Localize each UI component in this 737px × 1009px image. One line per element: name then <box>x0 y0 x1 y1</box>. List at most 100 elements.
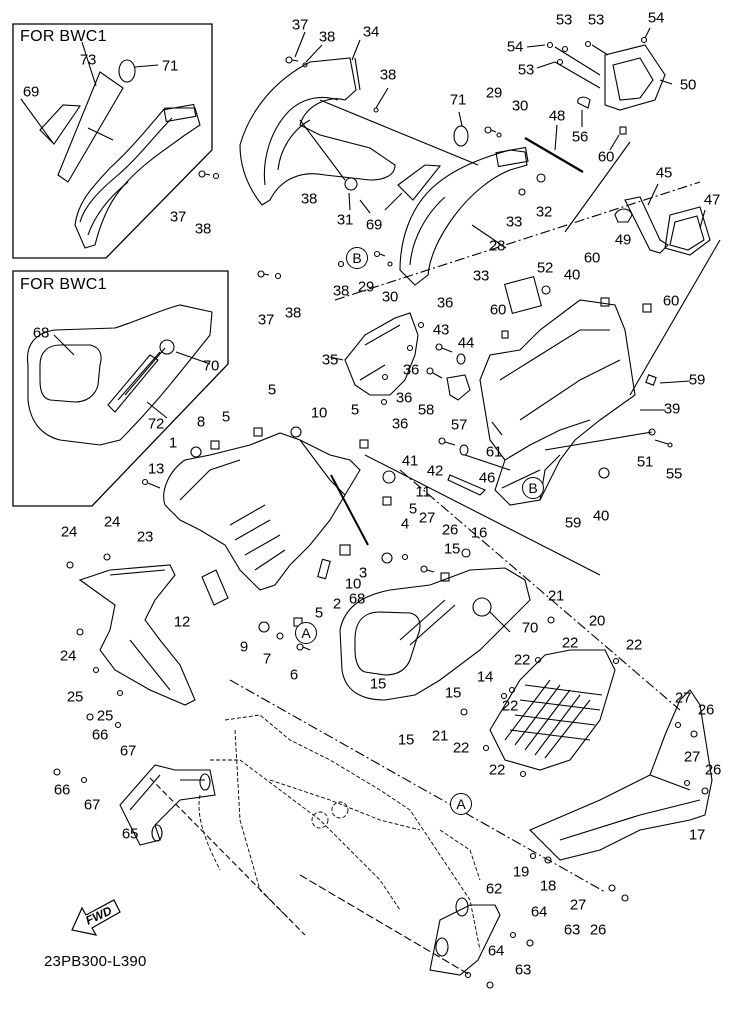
part-label: 24 <box>103 513 121 531</box>
part-label: 67 <box>119 742 137 760</box>
part-label: 23 <box>136 528 154 546</box>
reference-marker-b: B <box>346 247 368 269</box>
part-label: 41 <box>401 452 419 470</box>
part-label: 37 <box>169 208 187 226</box>
part-label: 25 <box>96 707 114 725</box>
part-label: 21 <box>547 587 565 605</box>
part-label: 27 <box>674 689 692 707</box>
part-label: 3 <box>358 564 368 582</box>
part-label: 26 <box>697 701 715 719</box>
part-label: 7 <box>262 650 272 668</box>
part-label: 37 <box>291 16 309 34</box>
part-label: 24 <box>59 647 77 665</box>
part-label: 30 <box>511 97 529 115</box>
decal-73 <box>57 71 124 183</box>
part-label: 68 <box>32 324 50 342</box>
part-label: 38 <box>194 220 212 238</box>
part-label: 27 <box>569 896 587 914</box>
part-label: 63 <box>514 961 532 979</box>
part-label: 67 <box>83 796 101 814</box>
decal-69 <box>39 104 82 145</box>
part-label: 27 <box>418 509 436 527</box>
part-label: 39 <box>663 400 681 418</box>
part-label: 64 <box>530 903 548 921</box>
part-label: 22 <box>625 636 643 654</box>
part-label: 5 <box>314 604 324 622</box>
part-label: 48 <box>548 107 566 125</box>
part-label: 38 <box>300 190 318 208</box>
decal-69-main <box>397 164 442 201</box>
bracket-45 <box>624 196 669 254</box>
part-label: 43 <box>432 321 450 339</box>
part-label: 52 <box>536 259 554 277</box>
part-label: 17 <box>688 826 706 844</box>
reference-marker-a: A <box>295 622 317 644</box>
part-label: 5 <box>408 500 418 518</box>
part-label: 9 <box>239 638 249 656</box>
part-label: 15 <box>369 675 387 693</box>
part-label: 38 <box>379 66 397 84</box>
part-label: 15 <box>444 684 462 702</box>
emblem-70 <box>472 597 492 617</box>
side-cover-28 <box>399 146 529 286</box>
bracket-50 <box>554 44 666 111</box>
inset-frame-middle <box>12 270 229 507</box>
part-label: 55 <box>665 465 683 483</box>
part-label: 22 <box>561 634 579 652</box>
clip-49 <box>614 208 633 223</box>
part-label: 53 <box>555 11 573 29</box>
inset-middle-title: FOR BWC1 <box>20 276 107 293</box>
part-label: 25 <box>66 688 84 706</box>
part-label: 71 <box>161 57 179 75</box>
part-label: 71 <box>449 91 467 109</box>
grille-20 <box>489 649 616 771</box>
part-label: 66 <box>91 726 109 744</box>
part-label: 27 <box>683 748 701 766</box>
part-label: 26 <box>589 921 607 939</box>
part-label: 37 <box>257 311 275 329</box>
reference-marker-a: A <box>450 793 472 815</box>
part-label: 36 <box>402 361 420 379</box>
part-label: 57 <box>450 416 468 434</box>
part-label: 36 <box>395 389 413 407</box>
fwd-arrow-icon: FWD <box>71 899 121 936</box>
part-label: 54 <box>506 38 524 56</box>
part-label: 4 <box>400 515 410 533</box>
part-label: 38 <box>332 282 350 300</box>
part-label: 8 <box>196 413 206 431</box>
part-label: 47 <box>703 191 721 209</box>
part-label: 65 <box>121 825 139 843</box>
part-label: 70 <box>521 619 539 637</box>
inset-frame-top <box>12 23 213 259</box>
diagram-code: 23PB300-L390 <box>44 953 147 970</box>
side-panel-14 <box>339 567 531 701</box>
part-label: 15 <box>443 540 461 558</box>
part-label: 16 <box>470 524 488 542</box>
part-label: 34 <box>362 23 380 41</box>
part-label: 11 <box>415 483 431 501</box>
part-label: 72 <box>147 415 165 433</box>
decal-12 <box>201 569 229 606</box>
inset-top-side-cover <box>74 103 201 249</box>
fasteners <box>198 56 393 280</box>
decal-71-main <box>453 125 469 147</box>
reference-marker-b: B <box>522 477 544 499</box>
part-label: 1 <box>168 434 178 452</box>
part-label: 5 <box>221 408 231 426</box>
inset-top-title: FOR BWC1 <box>20 28 107 45</box>
part-label: 50 <box>679 76 697 94</box>
part-label: 22 <box>501 697 519 715</box>
part-label: 68 <box>348 590 366 608</box>
part-label: 29 <box>485 84 503 102</box>
decal-71 <box>118 59 136 83</box>
bracket-62 <box>429 897 501 976</box>
part-label: 46 <box>478 469 496 487</box>
part-label: 63 <box>563 921 581 939</box>
strap-46 <box>447 474 486 496</box>
part-label: 10 <box>344 575 362 593</box>
part-label: 56 <box>571 128 589 146</box>
part-label: 38 <box>318 28 336 46</box>
part-label: 58 <box>417 401 435 419</box>
part-label: 62 <box>485 880 503 898</box>
